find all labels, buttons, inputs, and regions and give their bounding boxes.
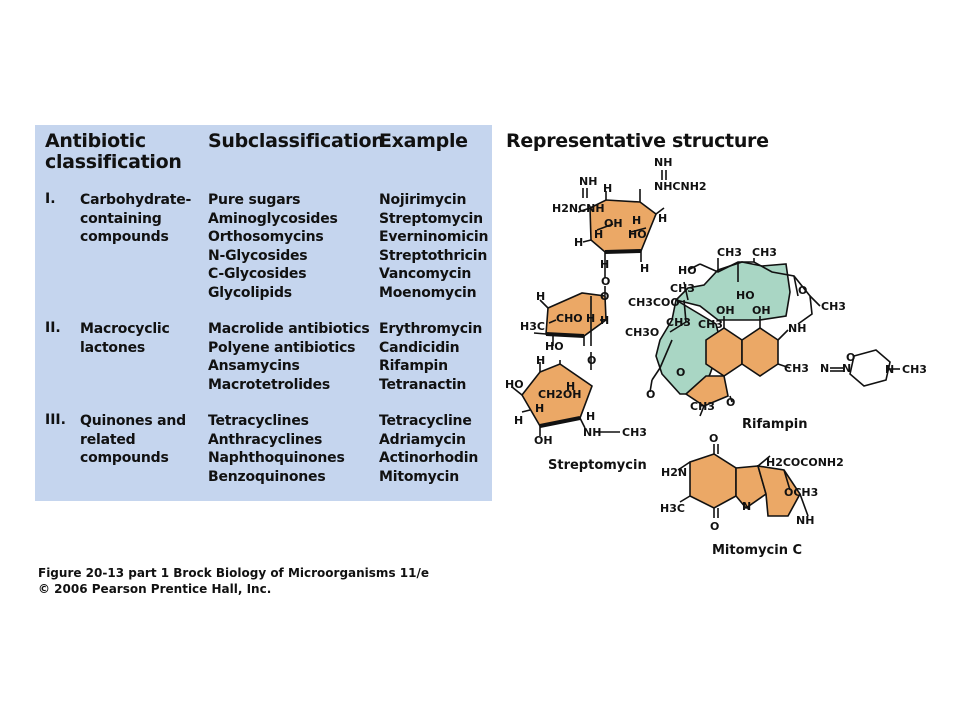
- atom-label: CHO: [556, 312, 583, 325]
- atom-label: N: [820, 362, 829, 375]
- subclass-list: Pure sugars Aminoglycosides Orthosomycin…: [208, 192, 338, 301]
- atom-label: H: [514, 414, 523, 427]
- group-numeral: II.: [45, 320, 61, 336]
- atom-label: CH3O: [625, 326, 659, 339]
- atom-label: H: [566, 380, 575, 393]
- atom-label: H2NCNH: [552, 202, 605, 215]
- atom-label: HO: [736, 289, 755, 302]
- ansa-bridge: [655, 261, 791, 395]
- header-example: Example: [379, 130, 468, 152]
- atom-label: H: [536, 354, 545, 367]
- atom-label: CH3: [717, 246, 742, 259]
- atom-label: H3C: [520, 320, 545, 333]
- atom-label: O: [798, 284, 807, 297]
- atom-label: HO: [628, 228, 647, 241]
- group-class-name: Quinones and related compounds: [80, 413, 186, 466]
- naphthalene-ring-2: [741, 327, 779, 377]
- atom-label: N: [842, 362, 851, 375]
- atom-label: CH3: [622, 426, 647, 439]
- atom-label: CH3COO: [628, 296, 680, 309]
- atom-label: CH3: [670, 282, 695, 295]
- furanone-ring: [684, 375, 729, 407]
- atom-label: N: [742, 500, 751, 513]
- atom-label: O: [676, 366, 685, 379]
- subclass-list: Tetracyclines Anthracyclines Naphthoquin…: [208, 413, 345, 485]
- atom-label: NH: [583, 426, 601, 439]
- atom-label: H: [600, 314, 609, 327]
- atom-label: NH: [788, 322, 806, 335]
- molecule-name: Mitomycin C: [712, 543, 802, 558]
- caption-line-2: © 2006 Pearson Prentice Hall, Inc.: [38, 582, 272, 596]
- atom-label: H: [658, 212, 667, 225]
- atom-label: OH: [604, 217, 623, 230]
- atom-label: OH: [534, 434, 553, 447]
- atom-label: CH3: [902, 363, 927, 376]
- atom-label: CH3: [821, 300, 846, 313]
- atom-label: O: [600, 290, 609, 303]
- example-list: Nojirimycin Streptomycin Everninomicin S…: [379, 192, 489, 301]
- atom-label: HO: [678, 264, 697, 277]
- atom-label: H: [640, 262, 649, 275]
- atom-label: H: [594, 228, 603, 241]
- header-subclassification: Subclassification: [208, 130, 385, 152]
- pyrrolo-ring: [735, 465, 767, 510]
- atom-label: H3C: [660, 502, 685, 515]
- example-list: Tetracycline Adriamycin Actinorhodin Mit…: [379, 413, 479, 485]
- atom-label: O: [709, 432, 718, 445]
- atom-label: NH: [796, 514, 814, 527]
- group-class-name: Carbohydrate- containing compounds: [80, 192, 192, 245]
- structures-header: Representative structure: [506, 130, 769, 152]
- atom-label: HO: [545, 340, 564, 353]
- atom-label: N: [885, 363, 894, 376]
- atom-label: H: [586, 312, 595, 325]
- atom-label: NH: [579, 175, 597, 188]
- atom-label: H: [600, 258, 609, 271]
- example-list: Erythromycin Candicidin Rifampin Tetrana…: [379, 321, 483, 393]
- atom-label: O: [726, 396, 735, 409]
- atom-label: CH3: [698, 318, 723, 331]
- atom-label: O: [710, 520, 719, 533]
- group-numeral: III.: [45, 412, 66, 428]
- atom-label: H2COCONH2: [766, 456, 844, 469]
- streptomycin-structure: [511, 170, 667, 436]
- molecule-name: Rifampin: [742, 417, 807, 432]
- atom-label: CH3: [666, 316, 691, 329]
- atom-label: H2N: [661, 466, 687, 479]
- streptidine-ring: [589, 199, 657, 253]
- piperazine-ring: [849, 349, 891, 387]
- caption-line-1: Figure 20-13 part 1 Brock Biology of Mic…: [38, 566, 429, 580]
- figure-caption: Figure 20-13 part 1 Brock Biology of Mic…: [38, 565, 429, 597]
- molecule-name: Streptomycin: [548, 458, 647, 473]
- mitomycin-structure: [677, 444, 809, 518]
- atom-label: OCH3: [784, 486, 818, 499]
- atom-label: O: [601, 275, 610, 288]
- atom-label: H: [586, 410, 595, 423]
- atom-label: CH3: [752, 246, 777, 259]
- atom-label: NH: [654, 156, 672, 169]
- atom-label: OH: [752, 304, 771, 317]
- classification-table: Antibiotic classification Subclassificat…: [35, 125, 492, 501]
- subclass-list: Macrolide antibiotics Polyene antibiotic…: [208, 321, 370, 393]
- atom-label: HO: [505, 378, 524, 391]
- atom-label: H: [536, 290, 545, 303]
- header-classification: Antibiotic classification: [45, 130, 182, 173]
- atom-label: CH3: [784, 362, 809, 375]
- atom-label: H: [632, 214, 641, 227]
- group-class-name: Macrocyclic lactones: [80, 321, 170, 356]
- group-numeral: I.: [45, 191, 56, 207]
- atom-label: O: [587, 354, 596, 367]
- rifampin-structure: [649, 258, 900, 417]
- atom-label: H: [535, 402, 544, 415]
- atom-label: NHCNH2: [654, 180, 707, 193]
- atom-label: H: [574, 236, 583, 249]
- atom-label: CH3: [690, 400, 715, 413]
- atom-label: OH: [716, 304, 735, 317]
- atom-label: H: [603, 182, 612, 195]
- atom-label: O: [846, 351, 855, 364]
- atom-label: CH2OH: [538, 388, 582, 401]
- quinone-ring: [689, 453, 737, 509]
- atom-label: O: [646, 388, 655, 401]
